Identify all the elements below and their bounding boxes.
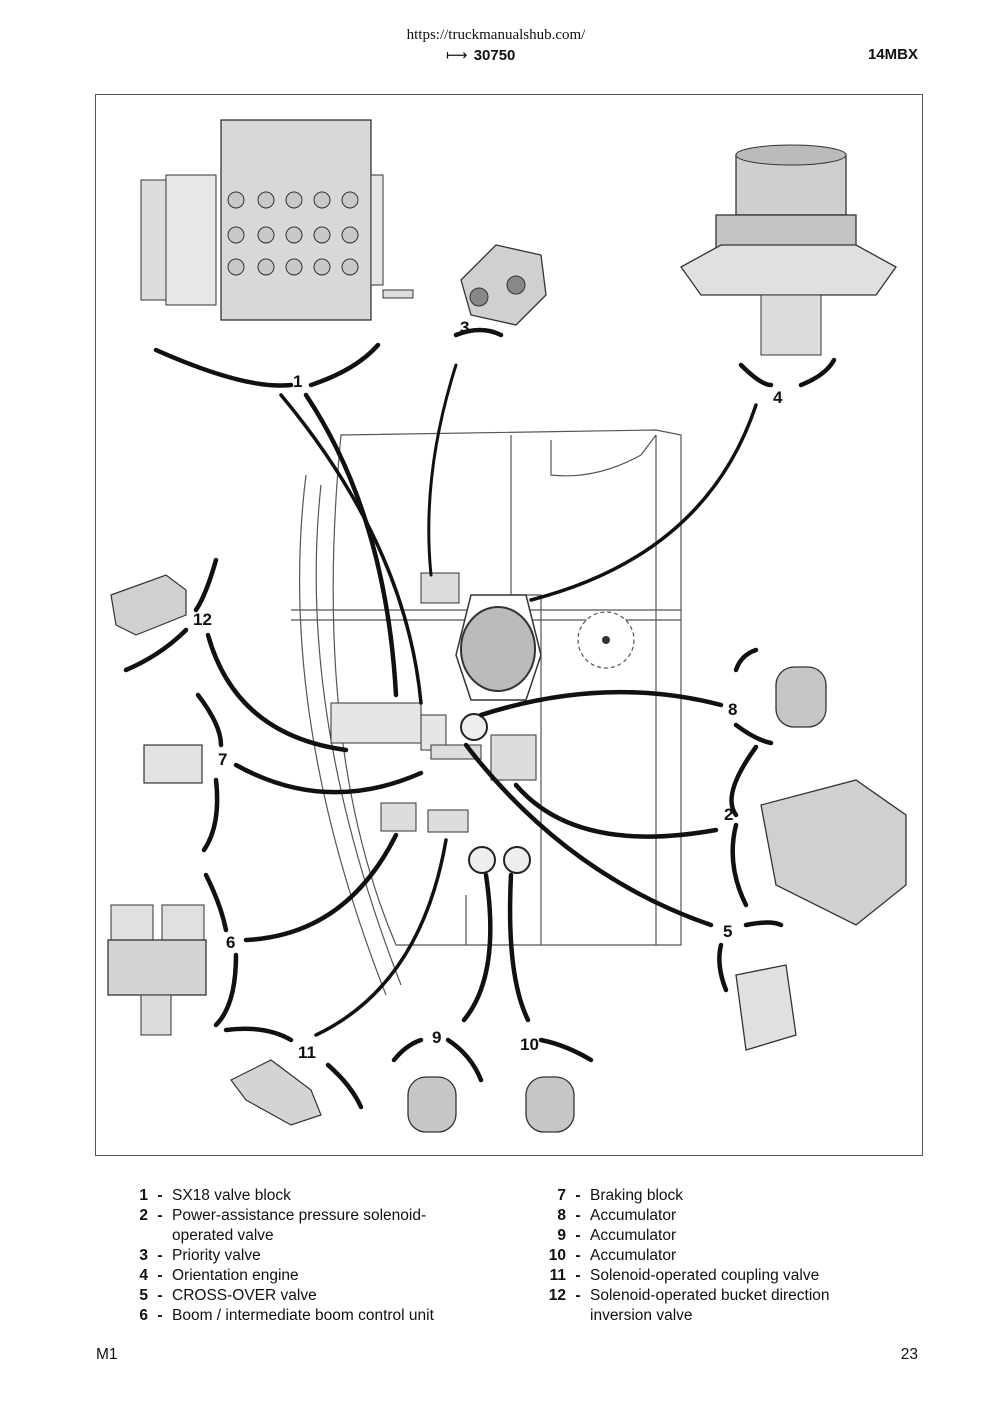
legend-item: 5-CROSS-OVER valve xyxy=(120,1286,500,1306)
legend-number: 5 xyxy=(139,1287,148,1304)
legend-item: 8-Accumulator xyxy=(538,1206,898,1226)
legend-dash: - xyxy=(575,1187,581,1204)
diagram-drawing: 1 2 3 4 5 6 7 8 9 10 11 12 xyxy=(107,119,907,1133)
bucket-inversion-valve-illustration xyxy=(110,574,187,636)
legend-text: Accumulator xyxy=(590,1227,677,1244)
power-assistance-valve-illustration xyxy=(760,779,907,926)
legend-dash: - xyxy=(157,1287,163,1304)
legend-number: 7 xyxy=(557,1187,566,1204)
boom-control-unit-illustration xyxy=(107,904,207,1036)
legend-item: 11-Solenoid-operated coupling valve xyxy=(538,1266,898,1286)
accumulator-9-illustration xyxy=(407,1076,457,1133)
mounted-valves xyxy=(330,572,537,874)
page-number: 23 xyxy=(900,1346,918,1363)
reference-number-value: 30750 xyxy=(473,47,516,64)
legend-item: 2-Power-assistance pressure solenoid-ope… xyxy=(120,1206,500,1246)
legend-item: 9-Accumulator xyxy=(538,1226,898,1246)
callout-5: 5 xyxy=(723,922,732,941)
legend-number: 9 xyxy=(557,1227,566,1244)
callout-7: 7 xyxy=(218,750,227,769)
orientation-engine-illustration xyxy=(680,144,897,356)
legend-dash: - xyxy=(575,1227,581,1244)
braking-block-illustration xyxy=(143,744,203,784)
callout-10: 10 xyxy=(520,1035,539,1054)
legend-dash: - xyxy=(157,1267,163,1284)
legend-text: Priority valve xyxy=(172,1247,261,1264)
legend-dash: - xyxy=(575,1267,581,1284)
priority-valve-illustration xyxy=(460,244,547,326)
hydraulic-component-diagram: 1 2 3 4 5 6 7 8 9 10 11 12 xyxy=(95,94,923,1156)
legend-number: 6 xyxy=(139,1307,148,1324)
chassis-curve-outer xyxy=(298,474,387,996)
callout-numbers: 1 2 3 4 5 6 7 8 9 10 11 12 xyxy=(193,318,783,1062)
callout-4: 4 xyxy=(773,388,783,407)
accumulator-10-illustration xyxy=(525,1076,575,1133)
legend-item: 12-Solenoid-operated bucket direction in… xyxy=(538,1286,898,1326)
legend-item: 3-Priority valve xyxy=(120,1246,500,1266)
legend-dash: - xyxy=(157,1187,163,1204)
legend-text: Accumulator xyxy=(590,1247,677,1264)
legend-number: 4 xyxy=(139,1267,148,1284)
callout-1: 1 xyxy=(293,372,302,391)
callout-6: 6 xyxy=(226,933,235,952)
legend-number: 12 xyxy=(548,1287,566,1304)
legend-dash: - xyxy=(575,1207,581,1224)
accumulator-8-illustration xyxy=(775,666,827,728)
legend-dash: - xyxy=(575,1247,581,1264)
legend-item: 7-Braking block xyxy=(538,1186,898,1206)
legend-text: Orientation engine xyxy=(172,1267,299,1284)
chassis-notch xyxy=(550,434,657,477)
legend-item: 4-Orientation engine xyxy=(120,1266,500,1286)
legend-dash: - xyxy=(575,1287,581,1304)
legend-text: Solenoid-operated bucket direction inver… xyxy=(590,1287,830,1324)
callout-3: 3 xyxy=(460,318,469,337)
turntable-mount xyxy=(455,594,635,701)
legend-number: 11 xyxy=(549,1267,566,1284)
leader-lines xyxy=(123,327,837,1110)
legend-left-column: 1-SX18 valve block 2-Power-assistance pr… xyxy=(120,1186,500,1326)
source-url: https://truckmanualshub.com/ xyxy=(406,27,586,43)
legend-text: CROSS-OVER valve xyxy=(172,1287,317,1304)
legend-text: SX18 valve block xyxy=(172,1187,291,1204)
arrow-icon: ⟼ xyxy=(446,47,467,64)
legend-dash: - xyxy=(157,1247,163,1264)
sx18-valve-block-illustration xyxy=(140,119,414,321)
legend-dash: - xyxy=(157,1207,163,1224)
legend-text: Braking block xyxy=(590,1187,684,1204)
legend-dash: - xyxy=(157,1307,163,1324)
section-code: M1 xyxy=(96,1346,118,1363)
callout-9: 9 xyxy=(432,1028,441,1047)
legend-text: Solenoid-operated coupling valve xyxy=(590,1267,820,1284)
legend-text: Accumulator xyxy=(590,1207,677,1224)
chassis-outline xyxy=(332,429,682,946)
callout-8: 8 xyxy=(728,700,737,719)
coupling-valve-illustration xyxy=(230,1059,322,1126)
machine-model: 14MBX xyxy=(867,46,918,63)
callout-11: 11 xyxy=(298,1043,316,1062)
chassis-curve-inner xyxy=(315,484,402,986)
legend-number: 3 xyxy=(139,1247,148,1264)
legend-text: Power-assistance pressure solenoid-opera… xyxy=(172,1207,427,1244)
callout-12: 12 xyxy=(193,610,212,629)
legend-text: Boom / intermediate boom control unit xyxy=(172,1307,434,1324)
legend-item: 10-Accumulator xyxy=(538,1246,898,1266)
cross-over-valve-illustration xyxy=(735,964,797,1051)
reference-number: ⟼ 30750 xyxy=(446,46,515,64)
legend-number: 2 xyxy=(139,1207,148,1224)
legend-item: 1-SX18 valve block xyxy=(120,1186,500,1206)
legend-number: 1 xyxy=(139,1187,148,1204)
legend-number: 10 xyxy=(548,1247,566,1264)
legend-number: 8 xyxy=(557,1207,566,1224)
callout-2: 2 xyxy=(724,805,733,824)
legend-item: 6-Boom / intermediate boom control unit xyxy=(120,1306,500,1326)
legend-right-column: 7-Braking block 8-Accumulator 9-Accumula… xyxy=(538,1186,898,1326)
